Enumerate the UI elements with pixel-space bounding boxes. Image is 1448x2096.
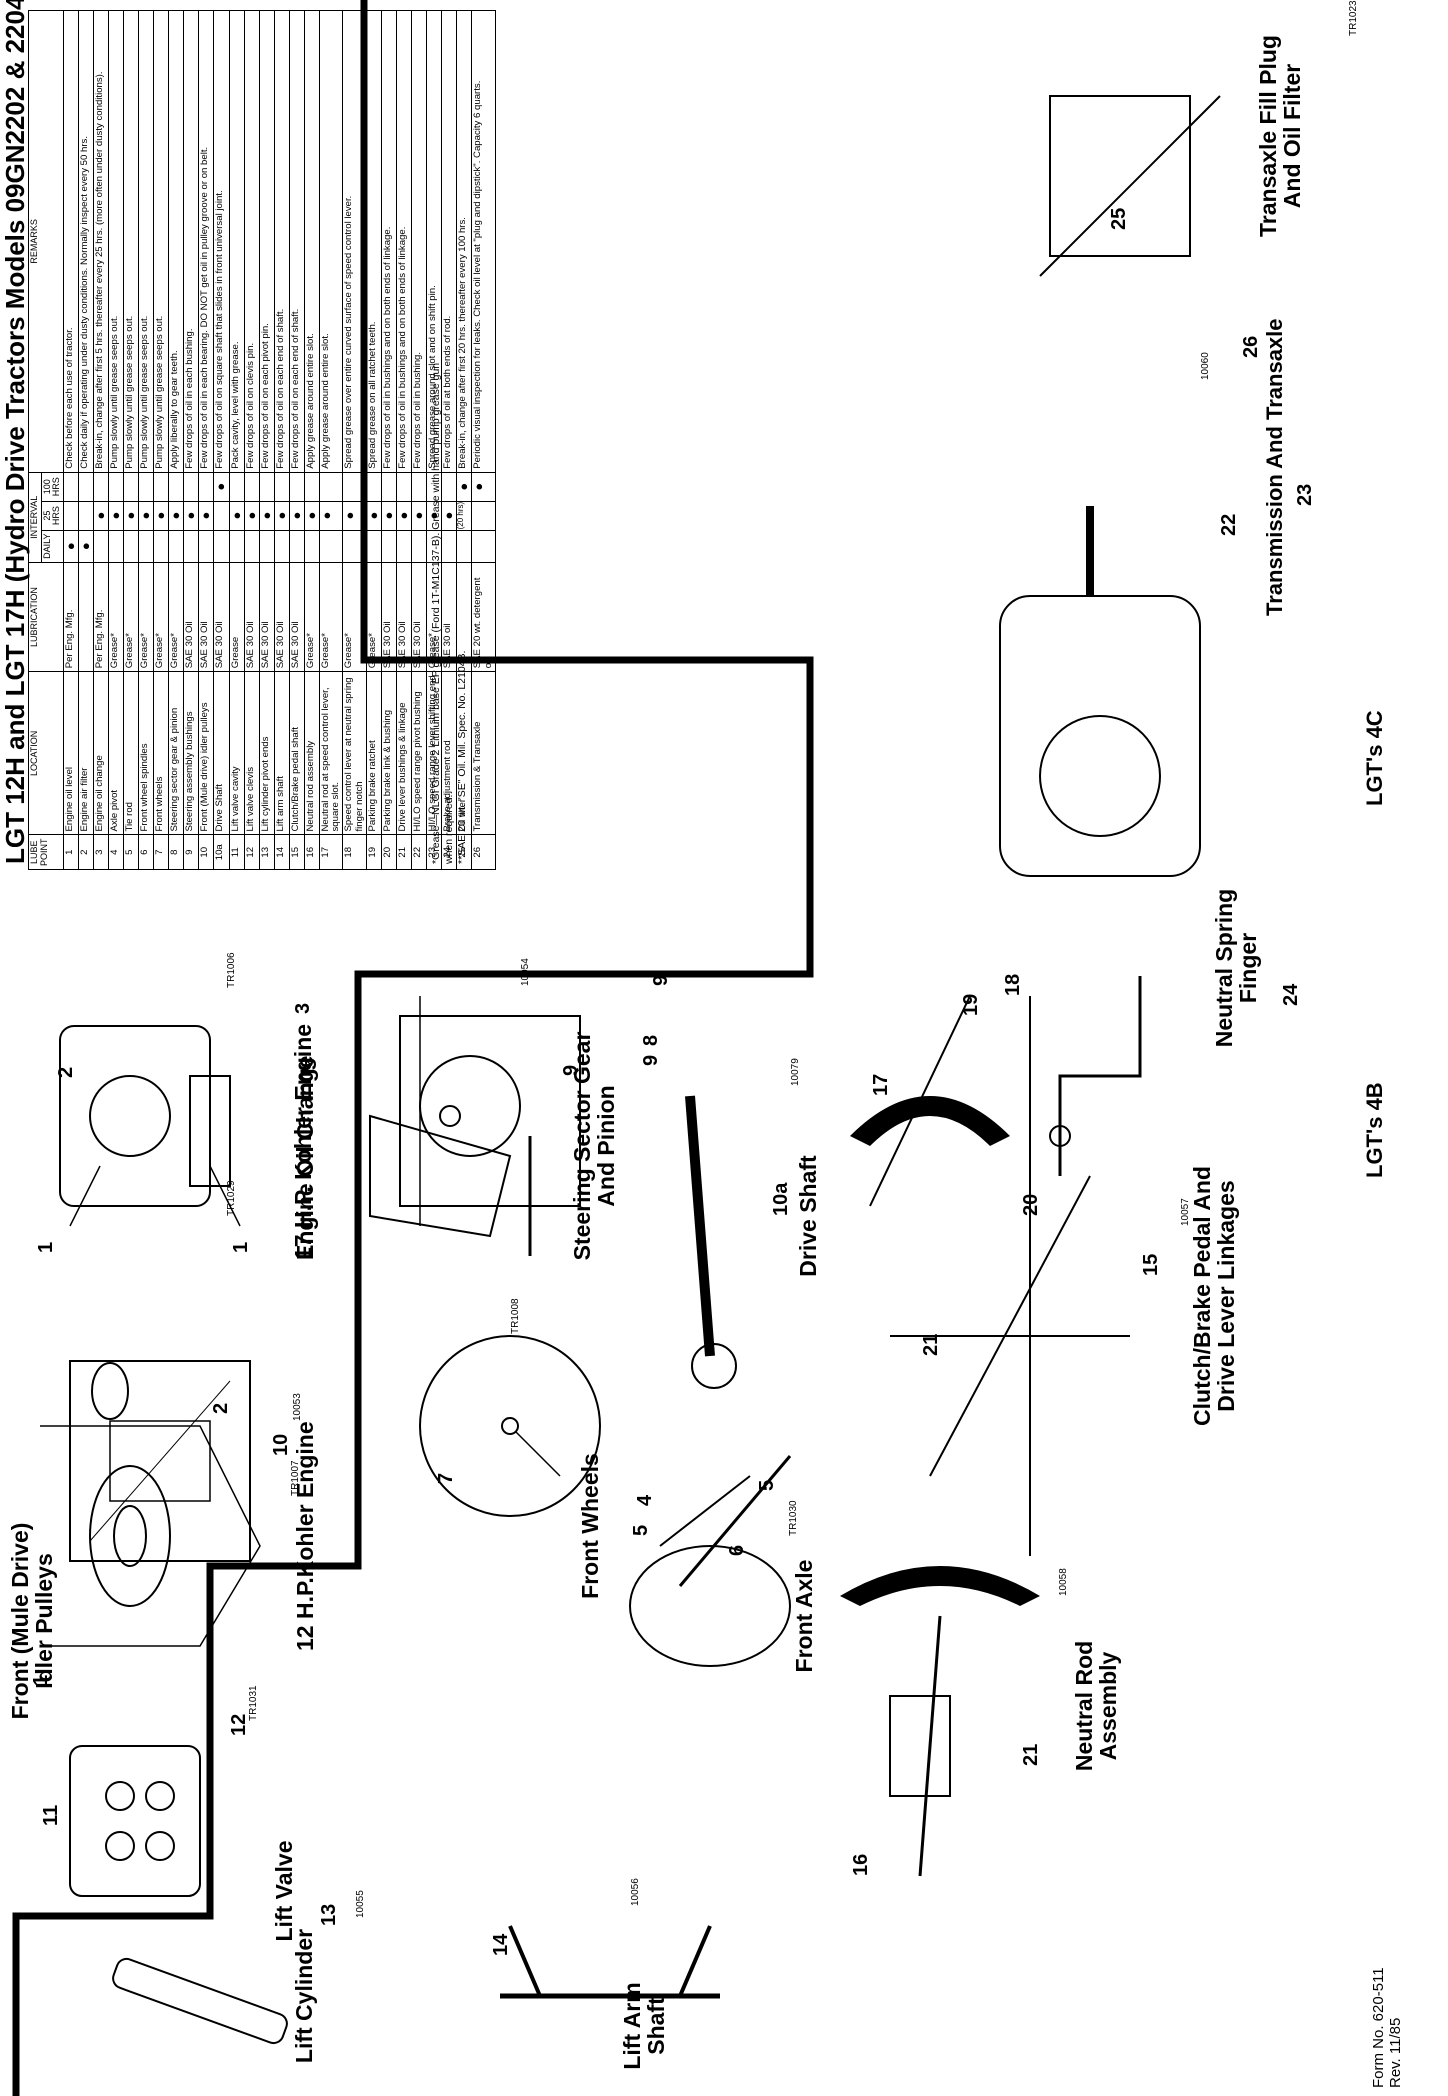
wheel-label-7: 7	[435, 1472, 457, 1484]
section-label-4c: LGT's 4C	[1362, 710, 1387, 806]
fillplug-illustration	[1039, 95, 1221, 277]
spring-caption-2: Finger	[1235, 932, 1262, 1004]
axle-illustration	[629, 1455, 792, 1667]
idler-caption-1: Front (Mule Drive)	[7, 1522, 33, 1720]
clutch-label-21b: 21	[1020, 1743, 1042, 1766]
wheel-illustration	[419, 1335, 601, 1517]
oilchange-illustration	[399, 996, 581, 1226]
clutch-label-24: 24	[1280, 983, 1302, 1006]
axle-label-6: 6	[726, 1544, 748, 1556]
steering-label-9b: 9	[640, 1054, 662, 1066]
liftarm-caption: Lift Arm Shaft	[619, 1956, 670, 2096]
oilchange-code: TR1006	[226, 952, 237, 988]
kohler12-illustration	[69, 1360, 251, 1562]
neutralrod-caption-1: Neutral Rod	[1071, 1640, 1097, 1772]
driveshaft-code: 10079	[790, 1058, 801, 1086]
kohler17-code: TR1029	[226, 1180, 237, 1216]
steering-code: 10054	[520, 958, 531, 986]
idler-code: 10053	[292, 1393, 303, 1421]
steering-caption: Steering Sector Gear And Pinion	[569, 1026, 620, 1266]
idler-illustration	[40, 1425, 261, 1647]
steering-label-9c: 9	[650, 974, 672, 986]
kohler17-label-1: 1	[35, 1241, 57, 1253]
fillplug-label-25: 25	[1108, 207, 1130, 230]
liftarm-caption-1: Lift Arm	[619, 1982, 645, 2070]
fillplug-caption: Transaxle Fill Plug And Oil Filter	[1255, 16, 1306, 256]
fillplug-label-26: 26	[1240, 335, 1262, 358]
fillplug-caption-2: And Oil Filter	[1279, 63, 1306, 209]
kohler12-caption: 12 H.P.Kohler Engine	[292, 1421, 318, 1651]
neutralrod-label-16: 16	[850, 1853, 872, 1876]
transaxle-caption: Transmission And Transaxle	[1262, 318, 1287, 616]
section-label-4b: LGT's 4B	[1362, 1082, 1387, 1178]
axle-label-5b: 5	[630, 1524, 652, 1536]
clutch-illustration	[850, 995, 1130, 1556]
axle-label-4: 4	[634, 1494, 656, 1506]
driveshaft-illustration	[685, 1095, 737, 1389]
driveshaft-caption: Drive Shaft	[795, 1155, 821, 1277]
idler-caption-2: Idler Pulleys	[31, 1553, 58, 1689]
liftcyl-illustration	[112, 1957, 288, 2045]
oilchange-label-3: 3	[292, 1002, 314, 1014]
fillplug-caption-1: Transaxle Fill Plug	[1255, 35, 1281, 237]
liftarm-illustration	[500, 1925, 720, 1999]
clutch-label-20: 20	[1020, 1193, 1042, 1216]
kohler17-illustration	[59, 1025, 241, 1227]
liftcyl-code: 10055	[355, 1890, 366, 1918]
neutralrod-caption: Neutral Rod Assembly	[1071, 1606, 1122, 1806]
steering-caption-2: And Pinion	[593, 1085, 620, 1207]
transaxle-code: 10060	[1200, 352, 1211, 380]
form-number: Form No. 620-511 Rev. 11/85	[1370, 1967, 1405, 2088]
form-no: Form No. 620-511	[1370, 1967, 1387, 2088]
spring-illustration	[1049, 976, 1142, 1176]
steering-illustration	[369, 1105, 532, 1256]
steering-label-8: 8	[640, 1034, 662, 1046]
liftvalve-label-11: 11	[40, 1804, 62, 1826]
liftvalve-illustration	[69, 1745, 201, 1897]
driveshaft-label-10a: 10a	[770, 1182, 792, 1216]
wheel-code: TR1008	[510, 1298, 521, 1334]
form-rev: Rev. 11/85	[1387, 2017, 1405, 2088]
transaxle-label-22: 22	[1218, 513, 1240, 536]
liftarm-label-14: 14	[490, 1933, 512, 1956]
oilchange-caption: Engine Oil Change	[292, 1055, 318, 1260]
steering-caption-1: Steering Sector Gear	[569, 1031, 595, 1261]
clutch-label-19: 19	[960, 993, 982, 1016]
clutch-label-15: 15	[1140, 1253, 1162, 1276]
liftcyl-caption: Lift Cylinder	[291, 1928, 317, 2064]
liftarm-caption-2: Shaft	[643, 1997, 670, 2055]
fillplug-code: TR1023	[1348, 0, 1359, 36]
liftarm-code: 10056	[630, 1878, 641, 1906]
neutralrod-illustration	[840, 1566, 1040, 1877]
liftvalve-code: TR1031	[248, 1685, 259, 1721]
liftcyl-label-13: 13	[318, 1903, 340, 1926]
clutch-label-21a: 21	[920, 1333, 942, 1356]
kohler17-label-1b: 1	[230, 1241, 252, 1253]
transaxle-illustration	[999, 506, 1201, 877]
neutralrod-caption-2: Assembly	[1095, 1651, 1122, 1761]
transaxle-label-23: 23	[1294, 483, 1316, 506]
kohler17-label-2: 2	[55, 1066, 77, 1078]
clutch-label-17: 17	[870, 1073, 892, 1096]
idler-label-10: 10	[270, 1433, 292, 1456]
spring-label-18: 18	[1002, 973, 1024, 996]
axle-label-5a: 5	[756, 1479, 778, 1491]
axle-caption: Front Axle	[791, 1559, 817, 1673]
idler-caption: Front (Mule Drive) Idler Pulleys	[7, 1516, 58, 1726]
